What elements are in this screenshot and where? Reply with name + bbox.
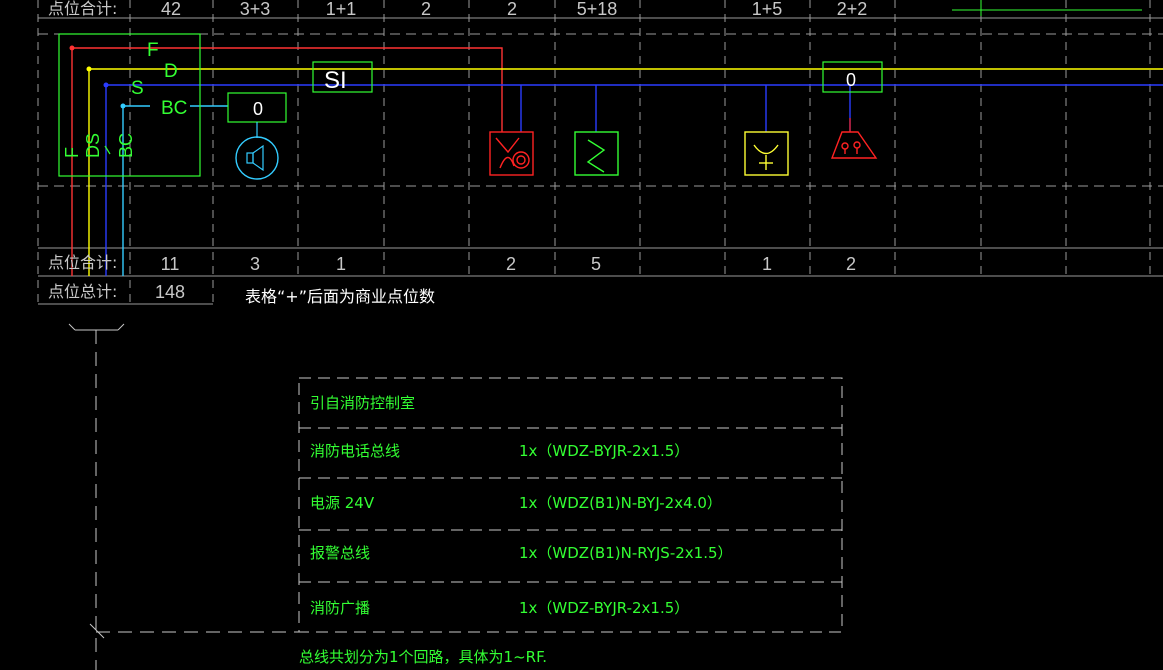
footer-note: 总线共划分为1个回路，具体为1~RF. (299, 648, 547, 666)
bus-d-line (88, 68, 1163, 276)
bus-label-bc-vertical: BC (116, 133, 136, 158)
bottom-cell-2: 3 (250, 254, 260, 274)
bottom-cell-5: 2 (506, 254, 516, 274)
top-cell-6: 5+18 (577, 0, 618, 19)
si-box[interactable] (312, 61, 373, 93)
bus-label-f-vertical: F (62, 147, 82, 158)
bus-f-line (71, 47, 503, 276)
bus-label-s: S (131, 78, 144, 99)
riser-line (68, 323, 300, 670)
fire-phone-icon[interactable] (489, 131, 534, 176)
top-cell-4: 2 (421, 0, 431, 19)
bottom-cell-9: 2 (846, 254, 856, 274)
speaker-icon[interactable] (235, 136, 279, 180)
bottom-cell-3: 1 (336, 254, 346, 274)
legend-row-3-name: 报警总线 (310, 544, 370, 562)
top-cell-1: 42 (161, 0, 181, 19)
legend-row-4-spec: 1x（WDZ-BYJR-2x1.5） (519, 599, 689, 617)
bottom-cell-6: 5 (591, 254, 601, 274)
top-cell-9: 2+2 (837, 0, 868, 19)
bottom-row-label: 点位合计: (48, 253, 117, 272)
bus-label-bc: BC (161, 98, 187, 119)
legend-row-3-spec: 1x（WDZ(B1)N-RYJS-2x1.5） (519, 544, 733, 562)
legend-row-2-spec: 1x（WDZ(B1)N-BYJ-2x4.0） (519, 494, 722, 512)
module-right-label: 0 (846, 70, 856, 90)
legend-row-4-name: 消防广播 (310, 599, 370, 617)
top-cell-5: 2 (507, 0, 517, 19)
legend-row-1-spec: 1x（WDZ-BYJR-2x1.5） (519, 442, 689, 460)
schedule-grid (37, 0, 1163, 305)
bus-label-ds-vertical: DS (83, 133, 103, 158)
bus-panel-box (58, 33, 201, 177)
total-row-value: 148 (155, 282, 185, 302)
legend-title: 引自消防控制室 (310, 394, 415, 412)
legend-row-2-name: 电源 24V (310, 494, 375, 512)
bus-s-line (105, 84, 1163, 276)
alarm-bell-icon[interactable] (830, 131, 878, 159)
top-cell-2: 3+3 (240, 0, 271, 19)
manual-alarm-icon[interactable] (574, 131, 619, 176)
top-cell-3: 1+1 (326, 0, 357, 19)
bus-label-f: F (147, 40, 159, 61)
smoke-detector-icon[interactable] (744, 131, 789, 176)
module-left-label: 0 (253, 99, 263, 119)
legend-row-1-name: 消防电话总线 (310, 442, 400, 460)
bottom-cell-1: 11 (161, 254, 180, 274)
top-row-cells: 42 3+3 1+1 2 2 5+18 1+5 2+2 (161, 0, 867, 19)
top-row-label: 点位合计: (48, 0, 117, 18)
bottom-cell-8: 1 (762, 254, 772, 274)
top-cell-8: 1+5 (752, 0, 783, 19)
bottom-row-cells: 11 3 1 2 5 1 2 (161, 254, 856, 274)
total-row-label: 点位总计: (48, 282, 117, 301)
module-right-box[interactable] (822, 61, 883, 93)
bus-bc-line (122, 105, 150, 276)
plus-note: 表格“+”后面为商业点位数 (245, 287, 435, 306)
bus-label-d: D (164, 61, 178, 82)
legend-table (298, 377, 843, 633)
si-box-label: SI (324, 67, 347, 94)
